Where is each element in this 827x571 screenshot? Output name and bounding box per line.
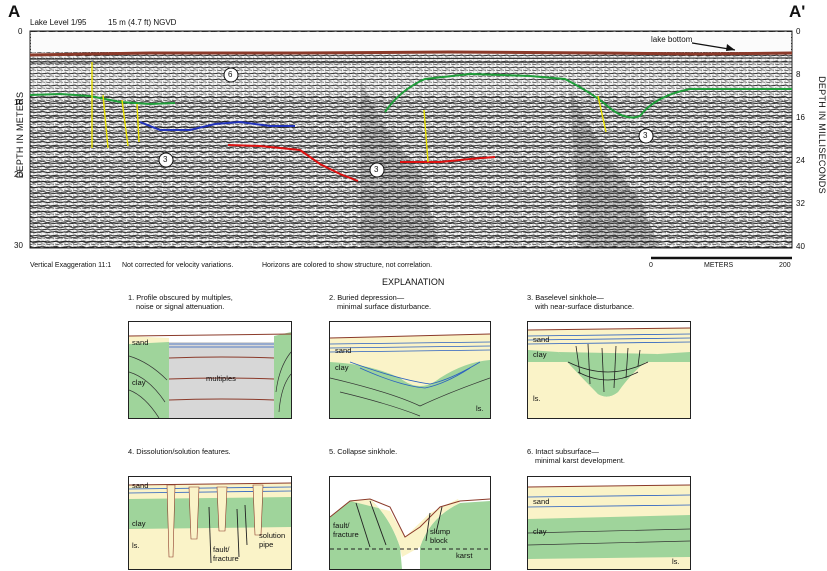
right-tick-40: 40 bbox=[796, 242, 805, 251]
panel5-caption: 5. Collapse sinkhole. bbox=[329, 447, 397, 456]
panel1-label-multiples: multiples bbox=[206, 374, 236, 383]
panel4-label-clay: clay bbox=[132, 519, 146, 528]
panel5-label-fault: fault/ bbox=[333, 521, 350, 530]
seismic-profile bbox=[29, 30, 793, 260]
panel5-label-slump: slump bbox=[430, 527, 451, 536]
panel4-label-solution: solution bbox=[259, 531, 286, 540]
lake-bottom-line bbox=[29, 50, 793, 57]
panel2-label-sand: sand bbox=[335, 346, 352, 355]
left-tick-10: 10 bbox=[14, 98, 23, 107]
panel4-caption-line1: 4. Dissolution/solution features. bbox=[128, 447, 231, 456]
panel1-caption-line1: 1. Profile obscured by multiples, bbox=[128, 293, 233, 302]
right-tick-0: 0 bbox=[796, 27, 801, 36]
footer-horizons: Horizons are colored to show structure, … bbox=[262, 262, 433, 269]
panel2-caption-line1: 2. Buried depression— bbox=[329, 293, 405, 302]
horizon-green-left bbox=[29, 92, 176, 106]
panel5-label-fracture: fracture bbox=[333, 530, 359, 539]
fault-lines bbox=[91, 62, 607, 163]
panel3-caption-line1: 3. Baselevel sinkhole— bbox=[527, 293, 604, 302]
right-tick-24: 24 bbox=[796, 156, 805, 165]
panel2-label-ls: ls. bbox=[476, 404, 484, 413]
right-tick-8: 8 bbox=[796, 70, 801, 79]
panel5-label-block: block bbox=[430, 536, 448, 545]
footer-exaggeration: Vertical Exaggeration 11:1 bbox=[30, 262, 112, 269]
left-tick-30: 30 bbox=[14, 241, 23, 250]
footer-velocity: Not corrected for velocity variations. bbox=[122, 262, 234, 269]
panel6-label-ls: ls. bbox=[672, 557, 680, 566]
horizon-label-3a: 3 bbox=[163, 155, 168, 164]
horizon-label-3b: 3 bbox=[374, 165, 379, 174]
panel2-label-clay: clay bbox=[335, 363, 349, 372]
scale-unit: METERS bbox=[704, 262, 734, 269]
panel4-label-fracture: fracture bbox=[213, 554, 239, 563]
panel6-label-sand: sand bbox=[533, 497, 550, 506]
left-tick-0: 0 bbox=[18, 27, 23, 36]
panel3-label-sand: sand bbox=[533, 335, 550, 344]
panel4-label-sand: sand bbox=[132, 481, 149, 490]
panel1-label-clay: clay bbox=[132, 378, 146, 387]
panel1-caption: 1. Profile obscured by multiples, noise … bbox=[128, 293, 233, 311]
panel5-caption-line1: 5. Collapse sinkhole. bbox=[329, 447, 398, 456]
panel-intact-subsurface: sand clay ls. bbox=[527, 476, 691, 570]
panel2-caption-line2: minimal surface disturbance. bbox=[337, 302, 432, 311]
panel4-label-pipe: pipe bbox=[259, 540, 274, 549]
horizon-blue bbox=[139, 120, 295, 131]
lake-bottom-label: lake bottom bbox=[651, 35, 693, 44]
panel1-label-sand: sand bbox=[132, 338, 149, 347]
panel4-caption: 4. Dissolution/solution features. bbox=[128, 447, 231, 456]
panel-multiples: sand clay multiples bbox=[128, 321, 292, 419]
horizon-label-3c: 3 bbox=[643, 131, 648, 140]
panel-buried-depression: sand clay ls. bbox=[329, 321, 491, 419]
panel3-caption: 3. Baselevel sinkhole— with near-surface… bbox=[527, 293, 634, 311]
explanation-title: EXPLANATION bbox=[382, 277, 445, 287]
panel4-label-fault: fault/ bbox=[213, 545, 230, 554]
panel6-label-clay: clay bbox=[533, 527, 547, 536]
panel3-label-ls: ls. bbox=[533, 394, 541, 403]
horizon-circles bbox=[158, 67, 654, 178]
lake-level-header: Lake Level 1/95 bbox=[30, 18, 87, 27]
panel2-caption: 2. Buried depression— minimal surface di… bbox=[329, 293, 431, 311]
panel3-label-clay: clay bbox=[533, 350, 547, 359]
panel-baselevel-sinkhole: sand clay ls. bbox=[527, 321, 691, 419]
horizon-green-right bbox=[384, 72, 792, 119]
panel6-caption: 6. Intact subsurface— minimal karst deve… bbox=[527, 447, 625, 465]
horizon-label-6: 6 bbox=[228, 70, 233, 79]
panel6-caption-line2: minimal karst development. bbox=[535, 456, 625, 465]
panel4-label-ls: ls. bbox=[132, 541, 140, 550]
profile-label-a: A bbox=[8, 2, 21, 21]
scale-start: 0 bbox=[649, 262, 653, 269]
panel3-caption-line2: with near-surface disturbance. bbox=[535, 302, 635, 311]
scale-end: 200 bbox=[779, 262, 791, 269]
horizon-red-right bbox=[400, 156, 496, 163]
right-tick-16: 16 bbox=[796, 113, 805, 122]
panel5-label-karst: karst bbox=[456, 551, 473, 560]
panel1-caption-line2: noise or signal attenuation. bbox=[136, 302, 225, 311]
horizon-red-left bbox=[227, 144, 359, 182]
panel-collapse-sinkhole: fault/ fracture slump block karst bbox=[329, 476, 491, 570]
left-tick-20: 20 bbox=[14, 170, 23, 179]
panel-dissolution: sand clay ls. fault/ fracture solution p… bbox=[128, 476, 292, 570]
right-tick-32: 32 bbox=[796, 199, 805, 208]
profile-label-a-prime: A' bbox=[789, 2, 806, 21]
panel6-caption-line1: 6. Intact subsurface— bbox=[527, 447, 599, 456]
lake-level-value: 15 m (4.7 ft) NGVD bbox=[108, 18, 177, 27]
